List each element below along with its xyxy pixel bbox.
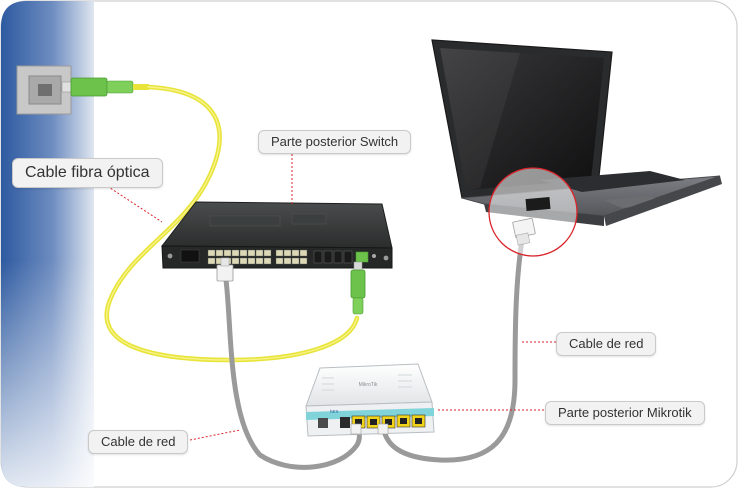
fiber-cable-highlight — [106, 86, 358, 361]
port-highlight-circle — [488, 167, 578, 257]
switch-led — [372, 254, 376, 258]
switch-ports-block-2 — [275, 249, 308, 265]
mikrotik-router: MikroTik hEX — [305, 363, 435, 437]
laptop-screen — [440, 48, 604, 190]
fiber-connector-switch — [350, 261, 366, 315]
leader-lines — [103, 150, 560, 441]
switch-ports-block-1 — [207, 249, 272, 265]
mikrotik-model-text: hEX — [330, 409, 339, 414]
laptop-front-edge — [604, 176, 722, 226]
label-fiber-cable: Cable fibra óptica — [12, 158, 163, 188]
switch-sfp-ports — [313, 250, 353, 264]
laptop-screen-glare — [440, 48, 520, 190]
switch-screw-right — [383, 255, 389, 261]
rj45-plug-laptop — [512, 217, 536, 246]
mikrotik-brand-text: MikroTik — [359, 382, 378, 388]
switch-panel-sticker — [291, 213, 327, 225]
laptop — [431, 39, 722, 226]
laptop-keyboard — [540, 171, 685, 192]
ethernet-cable-switch — [223, 277, 362, 470]
mikrotik-vents — [322, 374, 412, 391]
fiber-connector-outlet — [61, 77, 149, 97]
ethernet-cable-laptop — [380, 237, 525, 463]
switch-screw-left — [167, 253, 173, 259]
label-network-cable-left: Cable de red — [88, 430, 189, 454]
leader-fiber — [103, 183, 163, 223]
leader-cable-left — [189, 429, 241, 441]
network-switch — [160, 201, 393, 269]
label-mikrotik-rear: Parte posterior Mikrotik — [545, 401, 705, 425]
label-switch-rear: Parte posterior Switch — [258, 130, 412, 154]
rj45-plug-mikrotik-1 — [350, 423, 362, 435]
highlighted-ethernet-port — [525, 196, 551, 212]
label-network-cable-right: Cable de red — [556, 332, 657, 356]
rj45-plug-mikrotik-2 — [377, 423, 389, 435]
switch-fiber-port — [355, 251, 369, 263]
switch-console-port — [180, 249, 200, 263]
wall-fade — [1, 260, 94, 487]
rj45-plug-switch — [216, 257, 234, 282]
switch-panel-label — [209, 215, 281, 227]
